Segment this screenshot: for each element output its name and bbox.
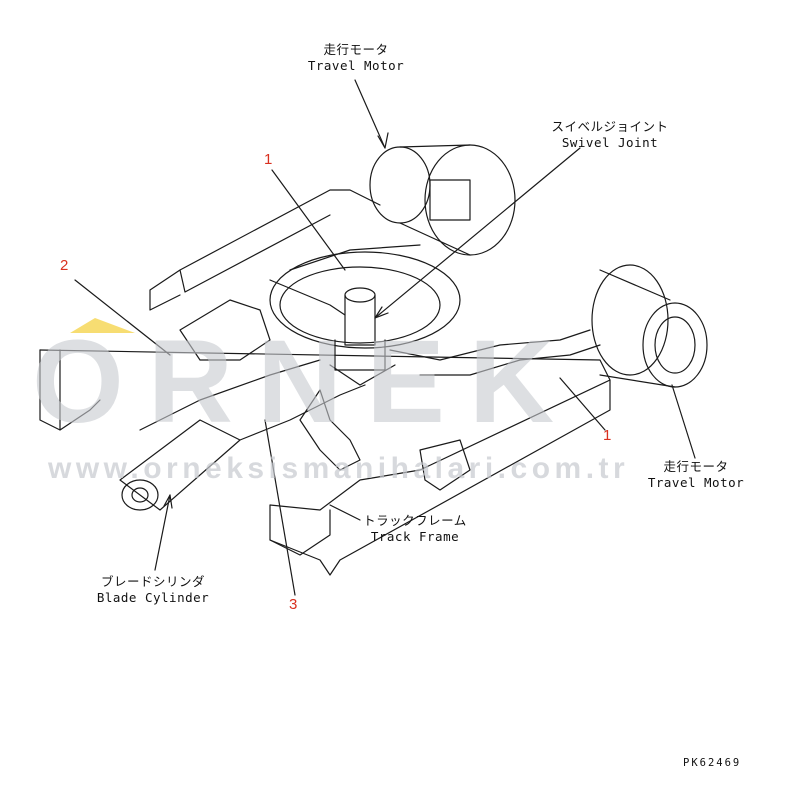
swivel-joint-body <box>344 294 376 346</box>
leader-track-frame <box>329 504 361 521</box>
hose-3 <box>389 329 591 361</box>
hose-2 <box>289 244 421 271</box>
swivel-ring-inner <box>279 266 441 344</box>
callout-3: 3 <box>289 596 298 613</box>
swivel-ring <box>269 251 461 349</box>
watermark-brand: ORNEK <box>32 316 579 448</box>
hose-5 <box>239 384 366 441</box>
hose-6 <box>139 359 321 431</box>
hose-1 <box>269 279 346 316</box>
hose-4 <box>419 344 601 376</box>
track-frame-slot <box>419 439 471 491</box>
track-frame-lower <box>269 379 611 576</box>
label-blade-cylinder: ブレードシリンダ Blade Cylinder <box>96 574 210 605</box>
callout-1-right: 1 <box>603 427 612 444</box>
leader-travel-motor-right <box>671 384 696 459</box>
leader-swivel-joint <box>374 147 581 319</box>
label-travel-motor-right: 走行モータ Travel Motor <box>647 459 745 490</box>
leader-callout-1-right <box>559 377 606 431</box>
part-code: PK62469 <box>683 757 742 769</box>
upper-frame-beam <box>149 189 381 311</box>
label-track-frame: トラックフレーム Track Frame <box>363 513 467 544</box>
leader-blade-cylinder <box>154 494 171 571</box>
track-frame-outline <box>39 349 611 556</box>
callout-2: 2 <box>60 257 69 274</box>
label-travel-motor-top: 走行モータ Travel Motor <box>307 42 405 73</box>
label-swivel-joint: スイベルジョイント Swivel Joint <box>551 119 669 150</box>
leader-callout-2 <box>74 279 171 356</box>
blade-cylinder <box>119 419 241 511</box>
leader-callout-1-top <box>271 169 346 271</box>
leader-callout-3 <box>264 419 296 596</box>
center-mount <box>299 389 361 471</box>
watermark-url: www.orneksismanihalari.com.tr <box>48 452 630 485</box>
leader-travel-motor-top <box>354 79 386 149</box>
left-frame-end <box>39 349 101 431</box>
callout-1-top: 1 <box>264 151 273 168</box>
center-body <box>179 299 271 361</box>
